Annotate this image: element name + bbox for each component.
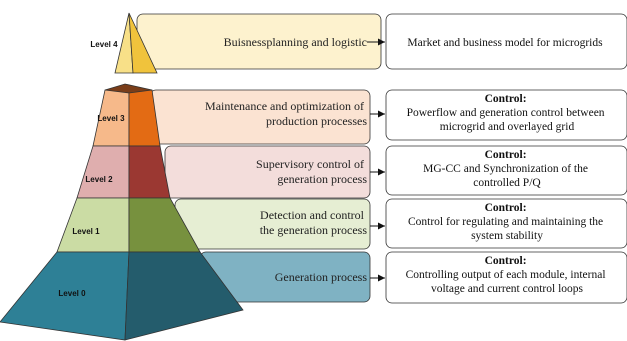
level-3-group: Level 3 Maintenance and optimization of … [92,83,627,147]
level-4-band-text: Buisnessplanning and logistic [224,35,367,49]
level-1-band-line-2: the generation process [260,223,368,237]
level-4-group: Level 4 Buisnessplanning and logistic Ma… [90,12,627,74]
level-1-band-line-1: Detection and control [260,208,365,222]
level-1-control-box [385,198,627,249]
level-4-band-line-1: Buisnessplanning and logistic [224,35,367,49]
level-4-label: Level 4 [90,40,118,49]
level-1-control-text: Control: Control for regulating and main… [408,202,606,242]
level-3-band-line-1: Maintenance and optimization of [205,99,364,113]
level-1-control-line-2: system stability [471,230,543,242]
level-2-band-line-2: generation process [277,172,367,186]
level-3-band-text: Maintenance and optimization of producti… [205,99,367,128]
level-1-band-text: Detection and control the generation pro… [260,208,368,237]
level-3-control-line-2: microgrid and overlayed grid [440,121,575,133]
level-0-control-box [385,251,627,304]
level-0-control-title: Control: [485,255,527,267]
level-1-face-left [56,197,130,253]
level-2-control-title: Control: [485,149,527,161]
pyramid-top-cap [104,83,153,94]
level-2-label: Level 2 [85,175,113,184]
level-2-face-right [128,145,171,199]
level-2-control-box [385,145,627,196]
level-3-control-text: Control: Powerflow and generation contro… [407,93,608,133]
level-1-control-title: Control: [485,202,527,214]
level-4-control-line-1: Market and business model for microgrids [407,37,603,49]
level-3-band-line-2: production processes [266,114,367,128]
level-2-group: Level 2 Supervisory control of generatio… [76,145,627,199]
level-4-face-right [128,12,158,74]
level-3-control-line-1: Powerflow and generation control between [407,107,605,119]
level-1-control-line-1: Control for regulating and maintaining t… [408,216,603,228]
level-3-control-title: Control: [485,93,527,105]
level-3-control-box [385,89,627,141]
level-2-face-left [76,145,130,199]
level-1-group: Level 1 Detection and control the genera… [56,197,627,253]
level-0-control-line-1: Controlling output of each module, inter… [406,269,606,281]
level-0-label: Level 0 [58,289,86,298]
level-1-label: Level 1 [72,227,100,236]
level-4-control-text: Market and business model for microgrids [407,37,603,49]
level-4-control-box [385,13,627,70]
level-2-control-line-2: controlled P/Q [473,177,541,189]
level-0-band-text: Generation process [275,270,368,284]
level-0-group: Level 0 Generation process Control: Cont… [0,251,627,341]
level-0-band-line-1: Generation process [275,270,368,284]
level-2-band-line-1: Supervisory control of [256,157,364,171]
level-0-control-line-2: voltage and current control loops [431,283,584,295]
level-2-control-line-1: MG-CC and Synchronization of the [423,163,588,175]
level-2-band-text: Supervisory control of generation proces… [256,157,367,186]
level-3-label: Level 3 [97,114,125,123]
level-0-control-text: Control: Controlling output of each modu… [406,255,609,295]
level-0-face-right [124,251,244,341]
level-2-control-text: Control: MG-CC and Synchronization of th… [423,149,591,189]
